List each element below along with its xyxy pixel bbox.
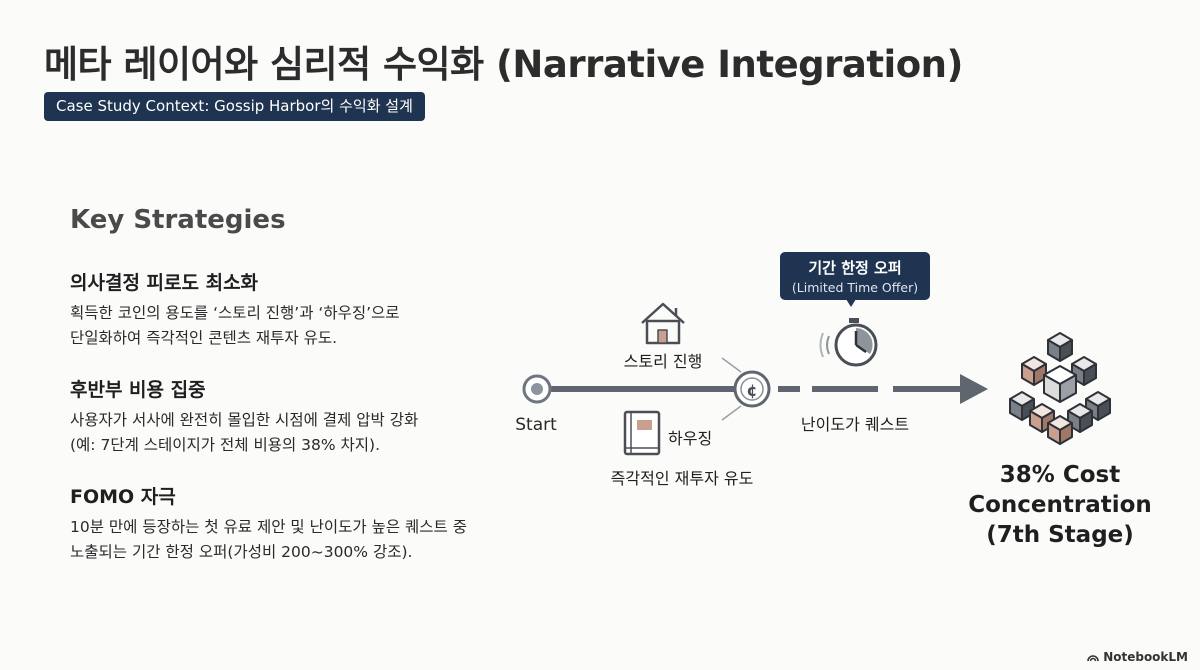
strategy-item-fomo: FOMO 자극 10분 만에 등장하는 첫 유료 제안 및 난이도가 높은 퀘스… [70, 482, 520, 565]
result-line: Concentration [968, 492, 1152, 518]
strategy-desc-line: 단일화하여 즉각적인 콘텐츠 재투자 유도. [70, 329, 338, 347]
coin-icon: ¢ [733, 370, 771, 408]
strategy-item-decision-fatigue: 의사결정 피로도 최소화 획득한 코인의 용도를 ‘스토리 진행’과 ‘하우징’… [70, 268, 520, 351]
strategy-title: 의사결정 피로도 최소화 [70, 272, 259, 294]
strategy-desc-line: 노출되는 기간 한정 오퍼(가성비 200~300% 강조). [70, 543, 413, 561]
limited-offer-callout: 기간 한정 오퍼 (Limited Time Offer) [780, 252, 930, 307]
offer-subtitle: (Limited Time Offer) [792, 280, 918, 295]
start-node-icon [522, 374, 552, 404]
cube-cluster-icon [1009, 332, 1111, 445]
result-line: (7th Stage) [986, 522, 1134, 548]
story-label: 스토리 진행 [624, 352, 703, 371]
strategy-desc-line: 사용자가 서사에 완전히 몰입한 시점에 결제 압박 강화 [70, 411, 419, 429]
connector-line [721, 357, 742, 373]
connector-line [721, 405, 742, 421]
start-label: Start [515, 415, 557, 435]
strategy-desc-line: (예: 7단계 스테이지가 전체 비용의 38% 차지). [70, 436, 381, 454]
strategies-heading: Key Strategies [70, 205, 286, 235]
strategy-desc-line: 10분 만에 등장하는 첫 유료 제안 및 난이도가 높은 퀘스트 중 [70, 518, 467, 536]
watermark-text: NotebookLM [1103, 650, 1188, 664]
strategy-title: 후반부 비용 집중 [70, 379, 206, 401]
cost-concentration-result: 38% Cost Concentration (7th Stage) [960, 460, 1160, 550]
svg-text:¢: ¢ [746, 381, 757, 400]
context-badge: Case Study Context: Gossip Harbor의 수익화 설… [44, 92, 425, 121]
strategy-desc-line: 획득한 코인의 용도를 ‘스토리 진행’과 ‘하우징’으로 [70, 304, 400, 322]
strategy-title: FOMO 자극 [70, 486, 176, 508]
page-title: 메타 레이어와 심리적 수익화 (Narrative Integration) [44, 43, 963, 86]
strategy-item-late-cost: 후반부 비용 집중 사용자가 서사에 완전히 몰입한 시점에 결제 압박 강화 … [70, 375, 520, 458]
result-line: 38% Cost [999, 462, 1121, 488]
reinvest-label: 즉각적인 재투자 유도 [611, 469, 754, 488]
stopwatch-icon [819, 318, 878, 367]
quest-label: 난이도가 퀘스트 [801, 415, 909, 434]
flow-arrow-head [960, 374, 988, 404]
book-icon [623, 410, 661, 456]
house-icon [641, 302, 685, 345]
offer-title: 기간 한정 오퍼 [808, 259, 901, 277]
housing-label: 하우징 [668, 429, 712, 448]
notebooklm-watermark: NotebookLM [1087, 650, 1188, 664]
notebooklm-logo-icon [1087, 655, 1099, 662]
